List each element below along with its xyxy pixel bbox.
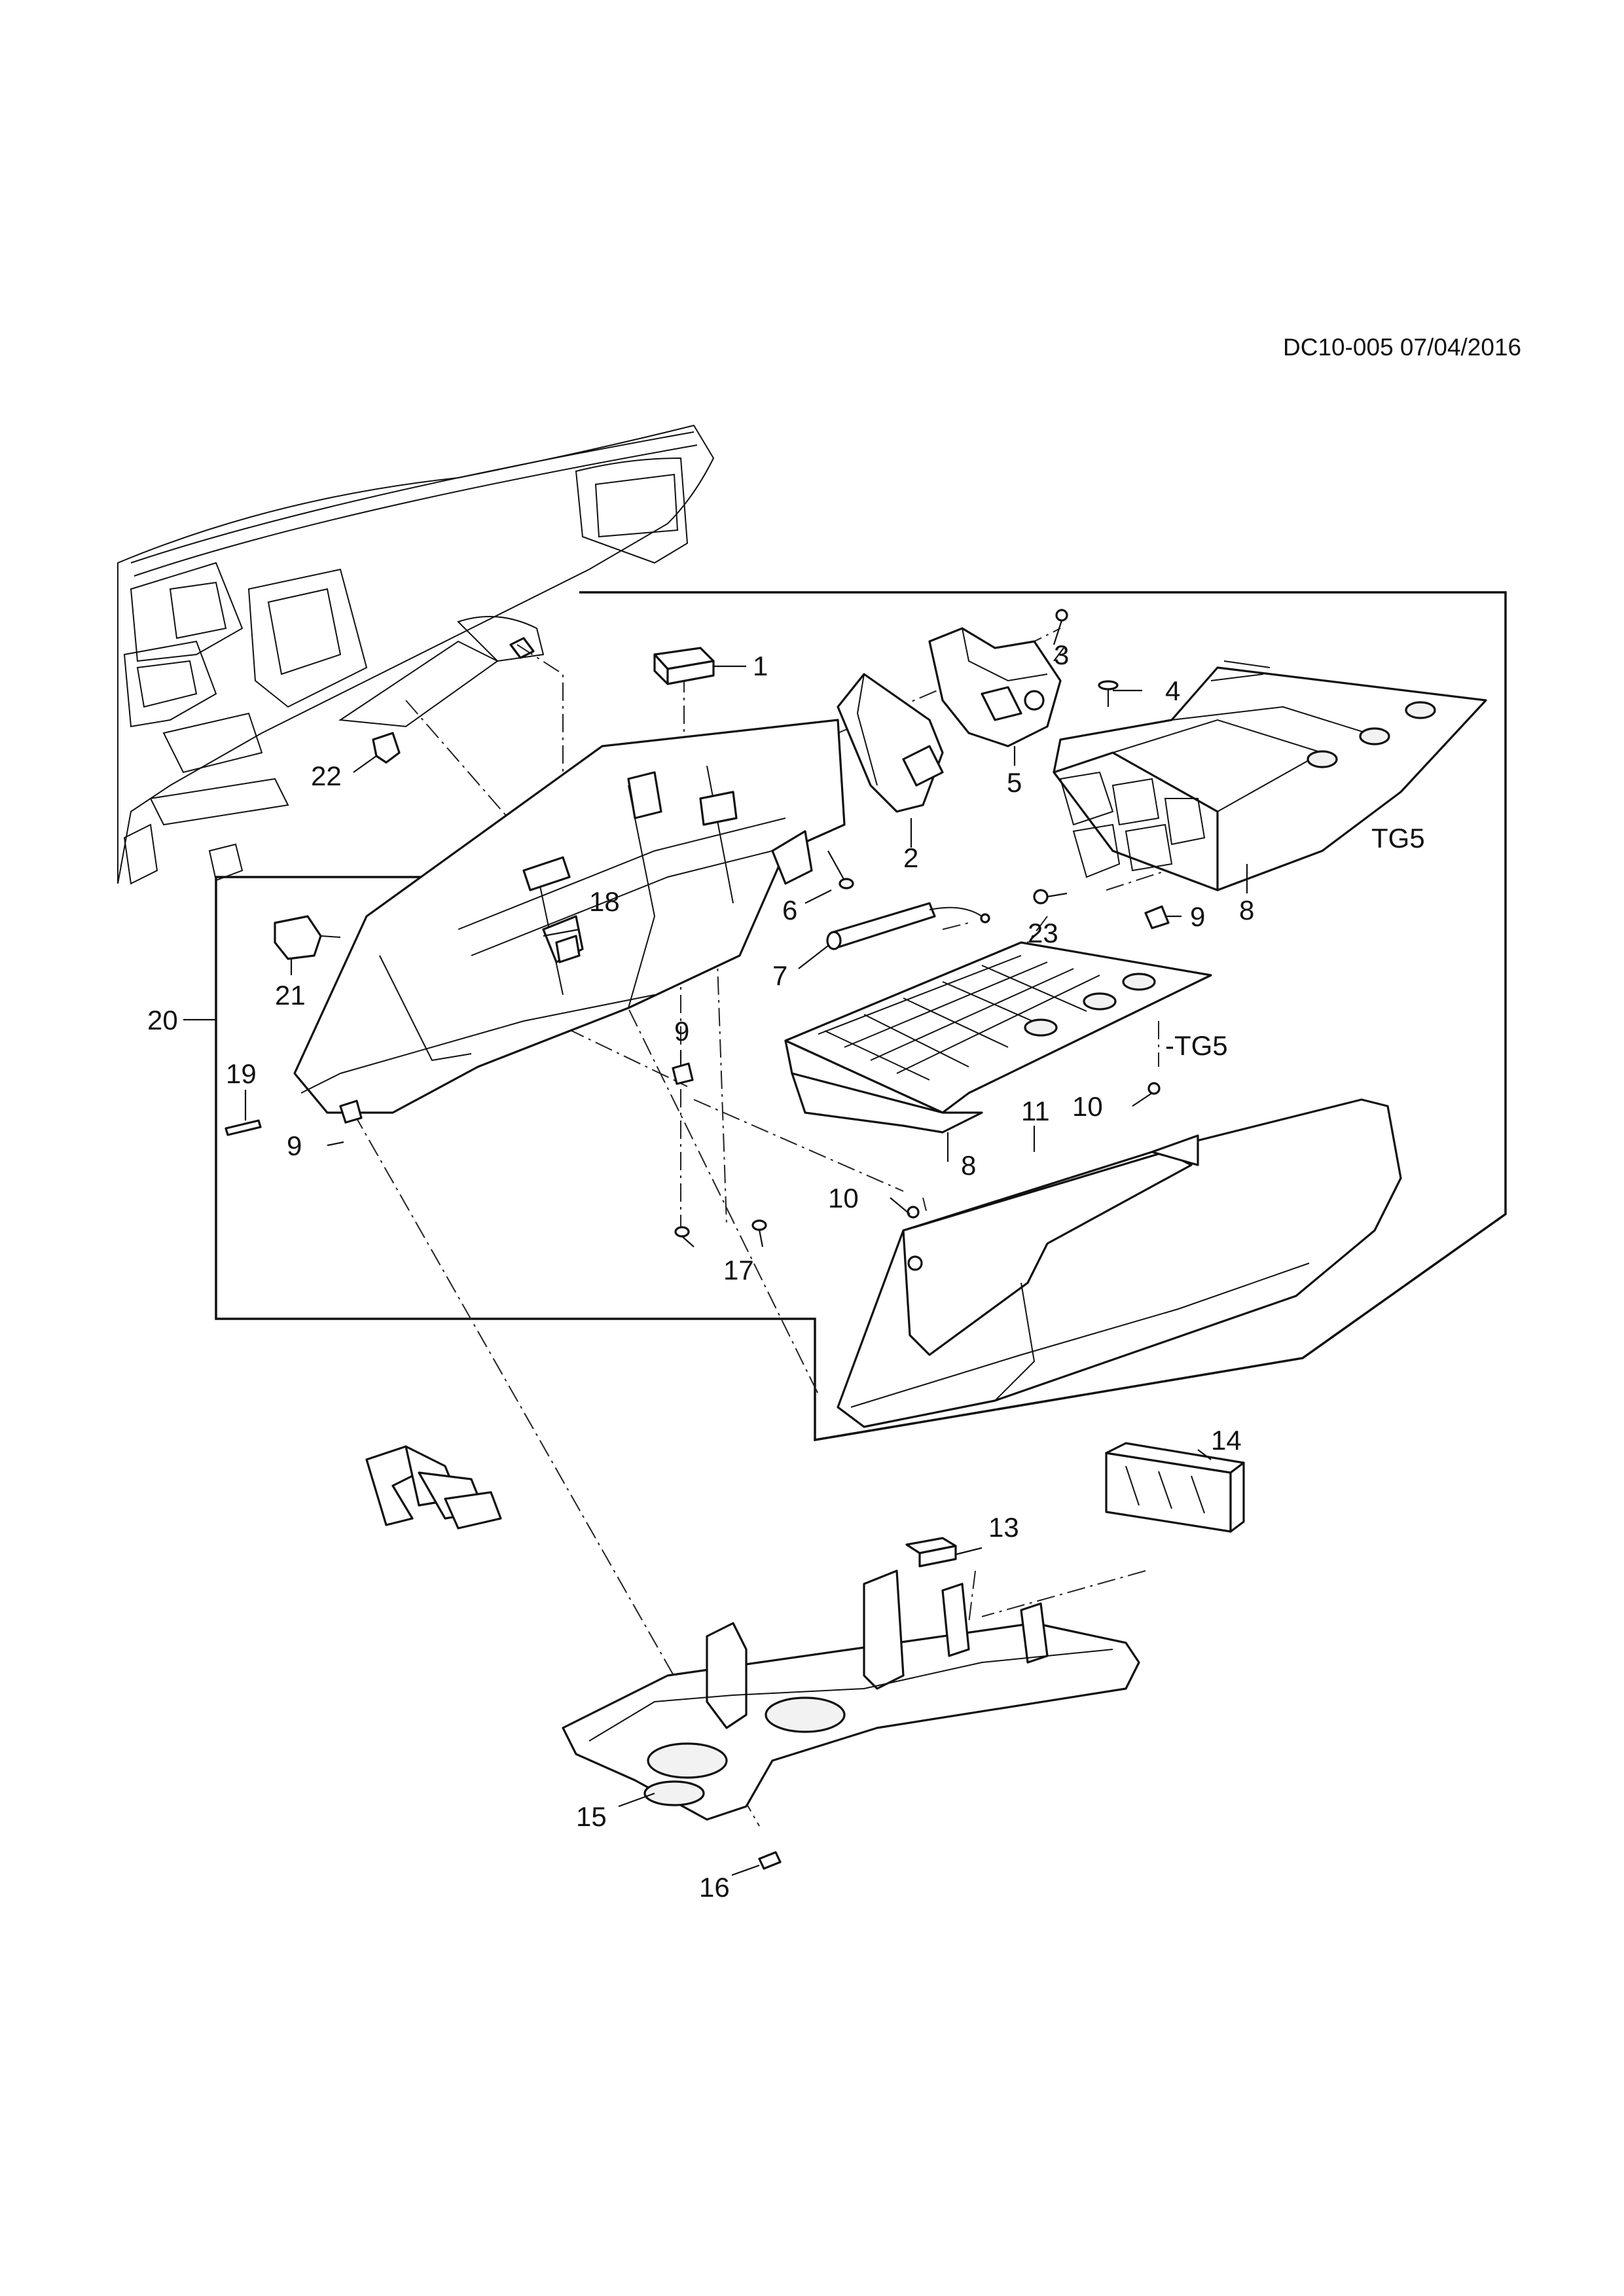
callout-5: 5 — [1007, 767, 1022, 798]
callout-21: 21 — [275, 980, 306, 1011]
part-19-pin[interactable] — [225, 1119, 262, 1136]
callout-10-a: 10 — [1072, 1091, 1103, 1122]
callout-2: 2 — [903, 842, 918, 873]
callout-6: 6 — [782, 895, 797, 925]
part-11-glove-box-door[interactable] — [837, 1098, 1402, 1428]
part-8-compartment-tg5[interactable] — [1053, 660, 1487, 891]
part-9-clip-center[interactable] — [672, 1062, 694, 1085]
callout-9-left: 9 — [287, 1130, 302, 1161]
callout-20: 20 — [147, 1005, 178, 1035]
callout-10-b: 10 — [828, 1183, 859, 1213]
part-6-screw[interactable] — [827, 850, 854, 889]
part-17-screw-b[interactable] — [751, 1219, 767, 1247]
instrument-panel-context — [117, 424, 715, 885]
callout-19: 19 — [226, 1058, 257, 1089]
grid-pattern — [818, 955, 1100, 1081]
part-4-screw[interactable] — [1098, 680, 1119, 707]
part-16-screw[interactable] — [758, 1851, 782, 1870]
part-18-clip[interactable] — [542, 915, 584, 963]
callout-16: 16 — [699, 1872, 730, 1903]
part-23-screw[interactable] — [1033, 889, 1068, 905]
callout-4: 4 — [1165, 675, 1180, 706]
callout-9-right: 9 — [1190, 901, 1205, 932]
part-5-latch-actuator[interactable] — [928, 627, 1062, 747]
part-7-damper[interactable] — [826, 902, 990, 950]
callout-7: 7 — [772, 960, 787, 991]
part-10-screw-a[interactable] — [1147, 1082, 1161, 1095]
front-direction-arrow-icon — [365, 1445, 502, 1530]
part-21-switch[interactable] — [274, 915, 341, 960]
callout-1: 1 — [753, 651, 768, 681]
callout-14: 14 — [1211, 1425, 1242, 1456]
callout-labels: 1 2 3 4 5 6 7 8 8 9 9 9 10 10 11 13 14 1… — [147, 639, 1425, 1903]
callout-leaders — [183, 647, 1248, 1876]
part-20-bracket[interactable] — [293, 719, 846, 1114]
part-2-latch-bracket[interactable] — [837, 673, 944, 813]
part-14-switch-panel[interactable] — [1105, 1442, 1245, 1533]
callout-3: 3 — [1054, 639, 1069, 670]
part-3-screw[interactable] — [1053, 609, 1068, 645]
variant-label-non-tg5: -TG5 — [1165, 1030, 1228, 1061]
part-8-compartment-non-tg5[interactable] — [784, 941, 1212, 1134]
callout-8-tg5: 8 — [1239, 895, 1254, 925]
callout-17: 17 — [723, 1255, 754, 1285]
part-1-clip[interactable] — [653, 647, 715, 685]
part-10-screw-b[interactable] — [907, 1206, 920, 1219]
part-9-clip-right[interactable] — [1144, 905, 1170, 929]
part-22-clip[interactable] — [372, 732, 401, 764]
callout-11: 11 — [1021, 1096, 1050, 1126]
callout-8-non-tg5: 8 — [961, 1150, 976, 1181]
part-15-lower-trim[interactable] — [562, 1570, 1140, 1821]
honeycomb-pattern — [1059, 771, 1206, 878]
variant-label-tg5: TG5 — [1371, 823, 1425, 853]
part-17-screw-a[interactable] — [674, 1226, 695, 1247]
callout-18: 18 — [589, 886, 620, 917]
document-reference: DC10-005 07/04/2016 — [1283, 334, 1522, 361]
part-9-clip-left[interactable] — [339, 1100, 363, 1124]
assembly-20-frame — [215, 591, 1507, 1442]
callout-13: 13 — [988, 1512, 1019, 1543]
callout-22: 22 — [311, 761, 342, 791]
callout-15: 15 — [576, 1801, 607, 1832]
callout-9-center: 9 — [674, 1016, 689, 1047]
part-13-clip[interactable] — [905, 1537, 957, 1568]
callout-23: 23 — [1028, 918, 1058, 948]
